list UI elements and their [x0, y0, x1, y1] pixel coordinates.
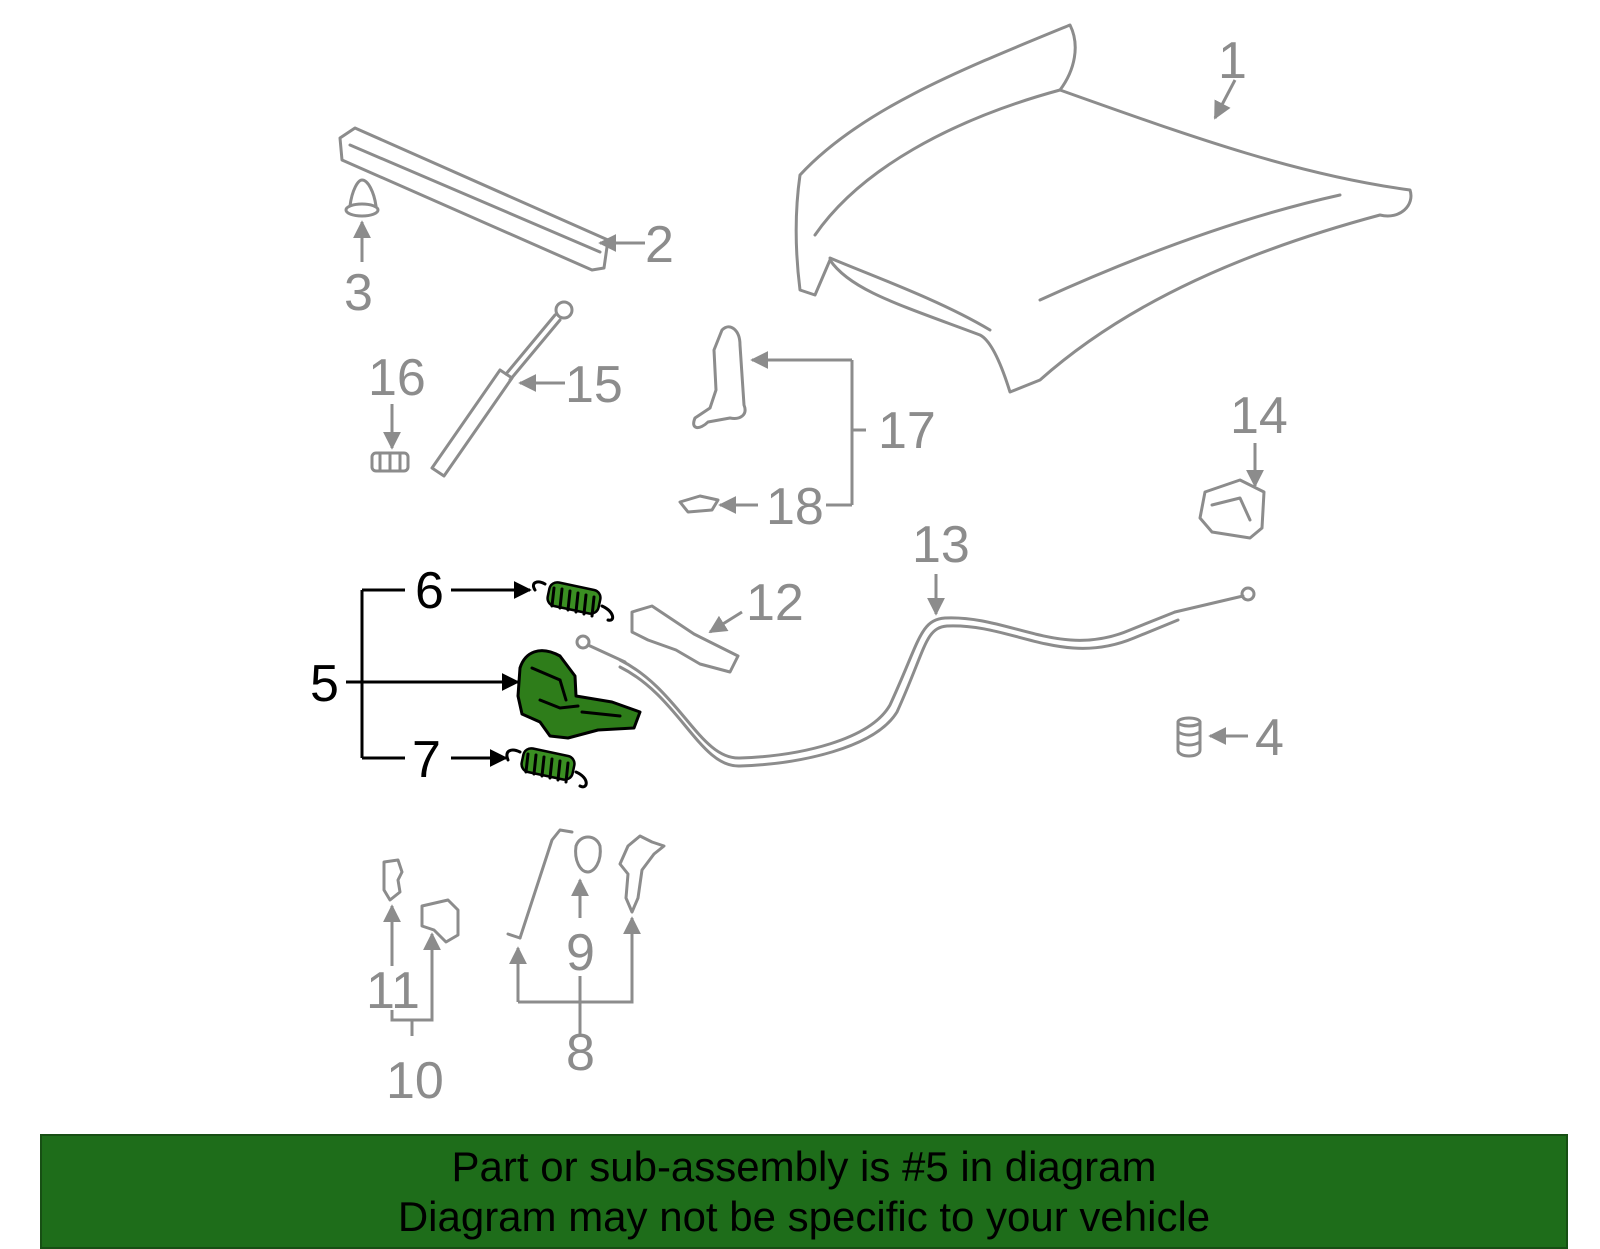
callout-label-7: 7: [412, 731, 441, 789]
banner-line-part: Part or sub-assembly is #5 in diagram: [451, 1143, 1157, 1190]
part-18-shim: [678, 494, 720, 514]
part-2-seal: [338, 126, 610, 272]
callout-10-11-bracket: 11 10: [366, 904, 444, 1110]
callout-label-10: 10: [386, 1052, 444, 1110]
part-6-spring: [531, 580, 615, 622]
callout-label-3: 3: [344, 264, 373, 322]
callout-label-5: 5: [310, 655, 339, 713]
callout-label-11: 11: [366, 962, 420, 1020]
callout-label-18: 18: [766, 478, 824, 536]
callout-label-9: 9: [566, 924, 595, 982]
callout-12: 12: [708, 574, 804, 634]
callout-1: 1: [1213, 32, 1247, 120]
part-7-spring: [505, 747, 588, 789]
callout-13: 13: [912, 516, 970, 616]
callout-label-14: 14: [1230, 387, 1288, 445]
part-14-lock-support: [1198, 478, 1266, 540]
part-11-clip: [382, 858, 404, 902]
part-13-cable: [575, 586, 1256, 768]
callout-label-8: 8: [566, 1024, 595, 1082]
part-8-support-rod: [506, 828, 666, 940]
part-17-hinge: [692, 325, 747, 429]
callout-3: 3: [344, 220, 373, 322]
callout-17-18-bracket: 17 18: [718, 351, 936, 536]
callout-label-6: 6: [415, 562, 444, 620]
part-1-hood: [794, 23, 1413, 394]
callout-label-12: 12: [746, 574, 804, 632]
callout-16: 16: [368, 349, 426, 450]
part-15-lift-support: [430, 300, 574, 478]
banner-line-disclaimer: Diagram may not be specific to your vehi…: [397, 1193, 1211, 1240]
callout-label-4: 4: [1255, 709, 1284, 767]
callout-15: 15: [518, 356, 623, 414]
callout-label-1: 1: [1218, 32, 1247, 90]
callout-5-6-7-bracket: 6 5 7: [310, 562, 532, 789]
callout-2: 2: [598, 216, 674, 274]
part-3-clip: [344, 178, 380, 218]
part-10-bracket: [420, 898, 460, 944]
callout-label-2: 2: [645, 216, 674, 274]
callout-4: 4: [1208, 709, 1284, 767]
part-16-bumper: [370, 451, 410, 473]
notice-banner: Part or sub-assembly is #5 in diagram Di…: [40, 1134, 1568, 1249]
part-12-cable-clip: [630, 604, 740, 674]
callout-label-17: 17: [878, 402, 936, 460]
part-9-grommet: [574, 835, 602, 874]
callout-label-16: 16: [368, 349, 426, 407]
part-4-cushion: [1176, 716, 1202, 758]
callout-label-15: 15: [565, 356, 623, 414]
callout-8-9-bracket: 9 8: [509, 878, 641, 1082]
callout-label-13: 13: [912, 516, 970, 574]
callout-14: 14: [1230, 387, 1288, 488]
part-5-hood-latch: [516, 649, 642, 740]
